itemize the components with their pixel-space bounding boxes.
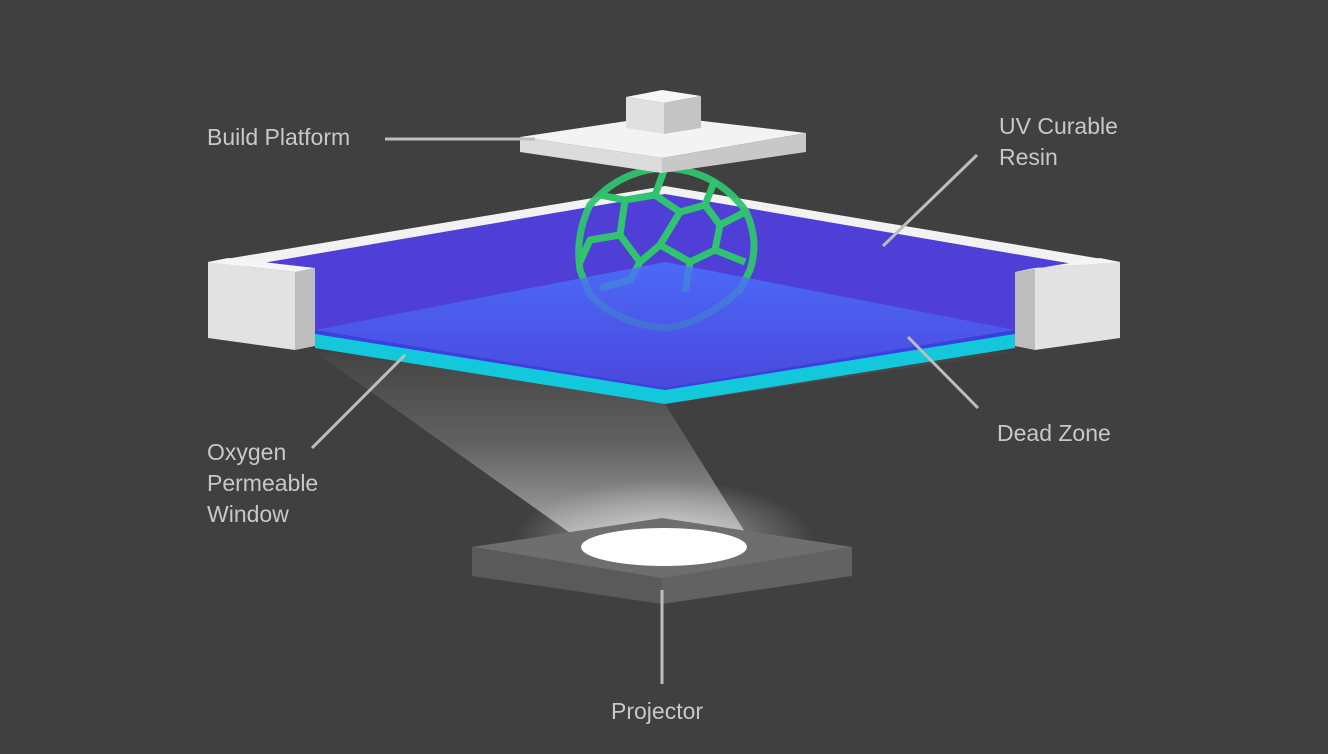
uv-curable-resin-label: UV Curable Resin bbox=[999, 113, 1118, 170]
light-beam bbox=[315, 352, 1015, 540]
leader-oxygen-window bbox=[310, 353, 407, 450]
vat-frame-right bbox=[1015, 258, 1120, 350]
dead-zone bbox=[315, 262, 1015, 388]
oxygen-permeable-window bbox=[315, 334, 1015, 404]
leader-lines bbox=[310, 137, 980, 684]
build-platform bbox=[520, 90, 806, 173]
projector-label: Projector bbox=[611, 698, 704, 724]
dead-zone-label: Dead Zone bbox=[997, 420, 1111, 446]
projector-lens-light bbox=[581, 528, 747, 566]
leader-dead-zone bbox=[906, 335, 980, 410]
leader-uv-resin bbox=[881, 153, 979, 248]
projector bbox=[472, 518, 852, 604]
vat-frame-left bbox=[208, 258, 315, 350]
oxygen-permeable-window-label: Oxygen Permeable Window bbox=[207, 439, 319, 527]
build-platform-label: Build Platform bbox=[207, 124, 351, 150]
